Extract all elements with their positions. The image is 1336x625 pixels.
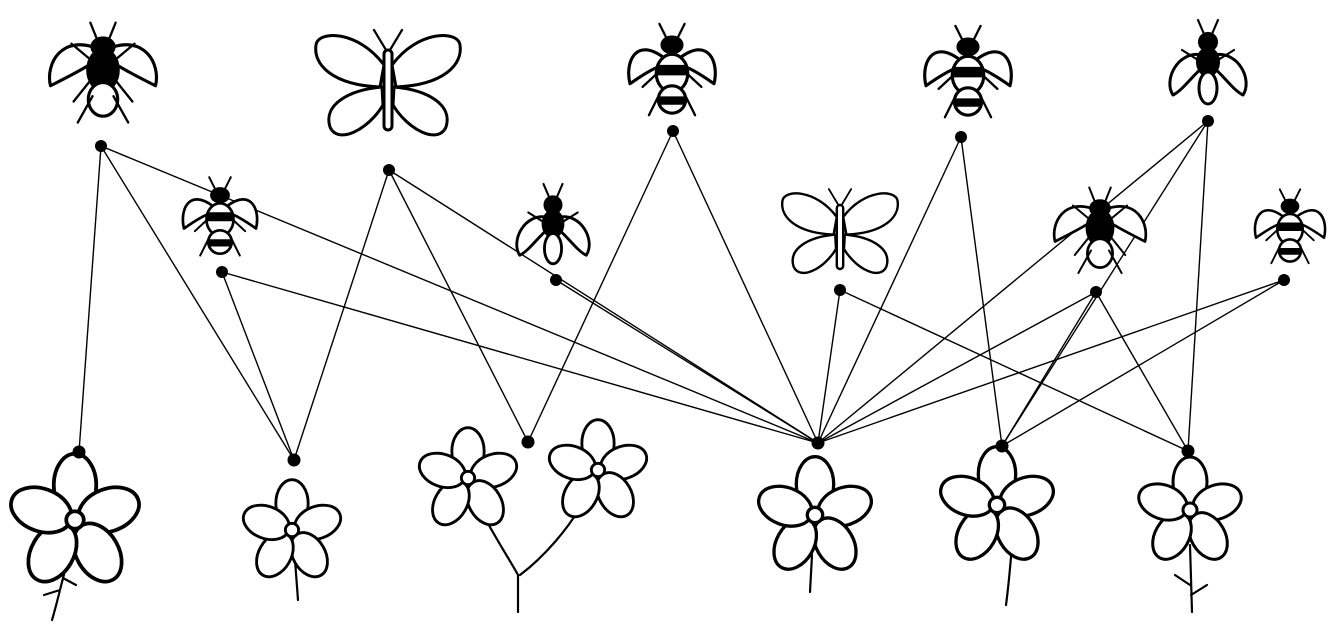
fly-icon [1054, 188, 1146, 274]
plant-node-f1 [73, 446, 86, 459]
butterfly-icon [782, 189, 898, 273]
interaction-edge-p9-f4 [818, 121, 1208, 443]
plant-node-f6 [1182, 445, 1195, 458]
bumblebee-icon [1255, 189, 1325, 263]
pollinator-node-p4 [550, 274, 562, 286]
interaction-edge-p1-f2 [101, 146, 294, 460]
flower-icon [415, 420, 652, 612]
interaction-edge-p10-f4 [818, 280, 1284, 443]
pollinator-node-p8 [1090, 286, 1102, 298]
interaction-edge-p2-f4 [222, 272, 818, 443]
honeybee-icon [925, 26, 1012, 117]
pollinator-node-p1 [95, 140, 107, 152]
pollinator-node-p5 [667, 125, 679, 137]
flower-icon [753, 457, 877, 592]
flower-icon [1134, 457, 1247, 612]
bumblebee-icon [629, 24, 716, 115]
interaction-edge-p3-f4 [389, 170, 818, 443]
interaction-edge-p1-f4 [101, 146, 818, 443]
fly-icon [50, 23, 157, 123]
pollinator-row [50, 20, 1326, 273]
flower-icon [239, 480, 346, 600]
interaction-edge-p7-f5 [961, 137, 1002, 446]
plant-row [5, 420, 1247, 620]
interaction-edge-p10-f5 [1002, 280, 1284, 446]
interaction-edge-p8-f4 [818, 292, 1096, 443]
hoverfly-icon [1170, 20, 1246, 104]
pollinator-node-p3 [383, 164, 395, 176]
plant-node-f5 [996, 440, 1009, 453]
pollinator-node-p6 [834, 284, 846, 296]
pollinator-node-p2 [216, 266, 228, 278]
interaction-edge-p2-f2 [222, 272, 294, 460]
butterfly-icon [316, 30, 461, 135]
pollinator-node-p10 [1278, 274, 1290, 286]
interaction-edge-p8-f6 [1096, 292, 1188, 451]
interaction-edges [79, 121, 1284, 460]
interaction-edge-p9-f6 [1188, 121, 1208, 451]
interaction-edge-p3-f2 [294, 170, 389, 460]
plant-node-f3 [522, 436, 535, 449]
flower-icon [935, 447, 1059, 605]
hoverfly-icon [517, 184, 589, 264]
flower-icon [5, 454, 146, 620]
pollinator-node-p9 [1202, 115, 1214, 127]
bee-icon [183, 177, 257, 255]
interaction-edge-p1-f1 [79, 146, 101, 452]
plant-node-f4 [812, 437, 825, 450]
interaction-edge-p9-f5 [1002, 121, 1208, 446]
pollinator-node-p7 [955, 131, 967, 143]
interaction-edge-p3-f3 [389, 170, 528, 442]
plant-node-f2 [288, 454, 301, 467]
